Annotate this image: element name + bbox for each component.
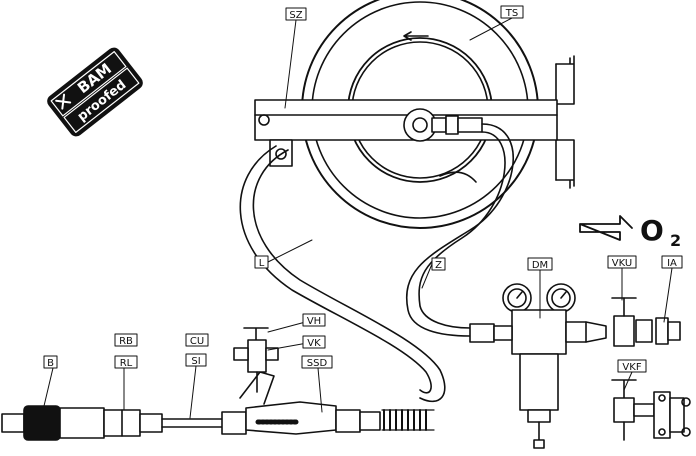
label-boxes bbox=[43, 5, 683, 373]
label-box-b bbox=[43, 355, 58, 369]
label-box-cu bbox=[185, 333, 209, 347]
hose-l bbox=[239, 145, 446, 403]
label-b: B bbox=[47, 358, 54, 369]
label-dm: DM bbox=[532, 260, 548, 271]
hub-fitting bbox=[403, 108, 483, 142]
label-box-dm bbox=[527, 257, 553, 271]
label-box-l bbox=[254, 255, 269, 269]
label-ts: TS bbox=[505, 8, 518, 19]
label-ssd: SSD bbox=[307, 358, 328, 369]
leader-lines bbox=[43, 17, 673, 419]
o2-label: O bbox=[640, 214, 664, 247]
label-box-z bbox=[431, 257, 446, 271]
label-cu: CU bbox=[190, 336, 204, 347]
label-vku: VKU bbox=[612, 258, 632, 269]
label-box-vh bbox=[302, 313, 326, 327]
bam-proofed-badge: BAM proofed bbox=[47, 47, 143, 137]
label-vh: VH bbox=[307, 316, 321, 327]
label-si: SI bbox=[191, 356, 200, 367]
label-box-vkf bbox=[617, 359, 647, 373]
inlet-valve-vku bbox=[565, 297, 653, 347]
label-box-sz bbox=[285, 7, 307, 21]
label-l: L bbox=[259, 258, 265, 269]
label-box-ssd bbox=[301, 355, 333, 369]
label-box-rb bbox=[114, 333, 138, 347]
label-box-si bbox=[185, 353, 207, 367]
hose-z bbox=[405, 123, 514, 337]
label-vk: VK bbox=[307, 338, 321, 349]
inlet-adapter-ia bbox=[655, 317, 681, 345]
label-box-vku bbox=[607, 255, 637, 269]
o2-inlet-arrow bbox=[579, 215, 633, 241]
label-z: Z bbox=[435, 260, 442, 271]
label-box-rl bbox=[114, 355, 138, 369]
label-box-ia bbox=[661, 255, 683, 269]
label-vkf: VKF bbox=[622, 362, 641, 373]
lance-assembly bbox=[1, 371, 435, 441]
label-sz: SZ bbox=[289, 10, 302, 21]
label-rl: RL bbox=[120, 358, 133, 369]
wall-bracket bbox=[555, 55, 575, 189]
label-box-ts bbox=[500, 5, 524, 19]
label-box-vk bbox=[302, 335, 326, 349]
label-rb: RB bbox=[119, 336, 133, 347]
rotation-arrow-icon bbox=[403, 31, 429, 41]
o2-subscript: 2 bbox=[670, 231, 681, 250]
label-ia: IA bbox=[667, 258, 677, 269]
side-valves bbox=[233, 327, 279, 393]
valve-vkf bbox=[611, 379, 691, 441]
pressure-reducer bbox=[469, 283, 576, 449]
